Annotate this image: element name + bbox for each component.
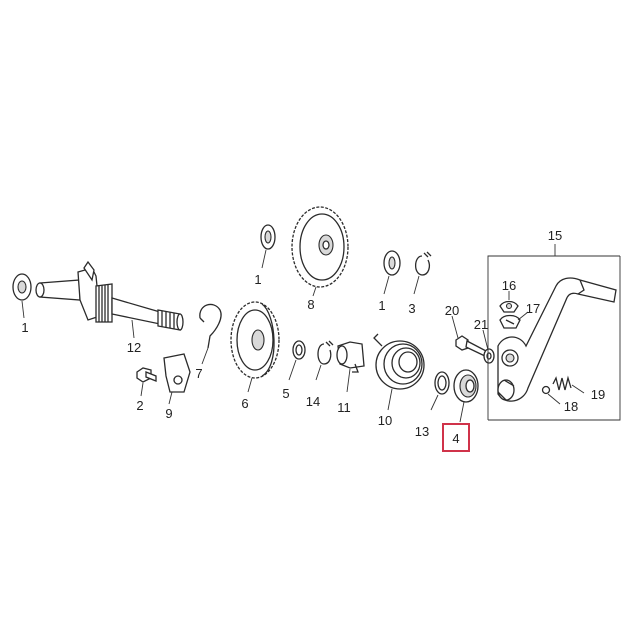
callout-3: 3	[408, 301, 415, 316]
part-kick-lever-15	[497, 277, 617, 402]
callout-1-top: 1	[254, 272, 261, 287]
part-washer-1-left	[12, 273, 32, 301]
callout-6: 6	[241, 396, 248, 411]
callout-8: 8	[307, 297, 314, 312]
callout-18: 18	[564, 399, 578, 414]
callout-10: 10	[378, 413, 392, 428]
part-spring-19	[552, 375, 572, 391]
callout-2: 2	[136, 398, 143, 413]
callout-19: 19	[591, 387, 605, 402]
kick-lever-frame	[487, 255, 621, 421]
callout-21: 21	[474, 317, 488, 332]
callout-4: 4	[452, 431, 459, 446]
callout-5: 5	[282, 386, 289, 401]
part-seal-4	[453, 369, 479, 403]
callout-16: 16	[502, 278, 516, 293]
part-clip-16	[499, 300, 519, 313]
part-plate-17	[499, 314, 521, 329]
part-spring-7	[199, 303, 222, 349]
part-spring-10	[373, 333, 425, 390]
callout-12: 12	[127, 340, 141, 355]
part-bolt-2	[136, 367, 157, 383]
part-gear-8	[291, 206, 349, 288]
part-bolt-20	[455, 335, 489, 358]
callout-7: 7	[195, 366, 202, 381]
callout-17: 17	[526, 301, 540, 316]
callout-14: 14	[306, 394, 320, 409]
part-circlip-14	[317, 340, 334, 365]
highlight-box-part-4	[442, 423, 470, 452]
callout-11: 11	[337, 400, 351, 415]
callout-13: 13	[415, 424, 429, 439]
part-sleeve-11	[336, 341, 365, 373]
callout-9: 9	[165, 406, 172, 421]
part-nut-21	[483, 348, 495, 364]
part-ball-18	[541, 385, 551, 395]
callout-15: 15	[548, 228, 562, 243]
part-plate-9	[163, 353, 191, 393]
part-washer-1-top	[260, 224, 276, 250]
callout-1-left: 1	[21, 320, 28, 335]
part-shaft-12	[35, 260, 184, 331]
callout-20: 20	[445, 303, 459, 318]
part-washer-13	[434, 371, 450, 395]
part-washer-1-right	[383, 250, 401, 276]
part-circlip-3	[414, 251, 432, 276]
part-washer-5	[292, 340, 306, 360]
part-gear-6	[230, 301, 280, 379]
callout-1-right: 1	[378, 298, 385, 313]
